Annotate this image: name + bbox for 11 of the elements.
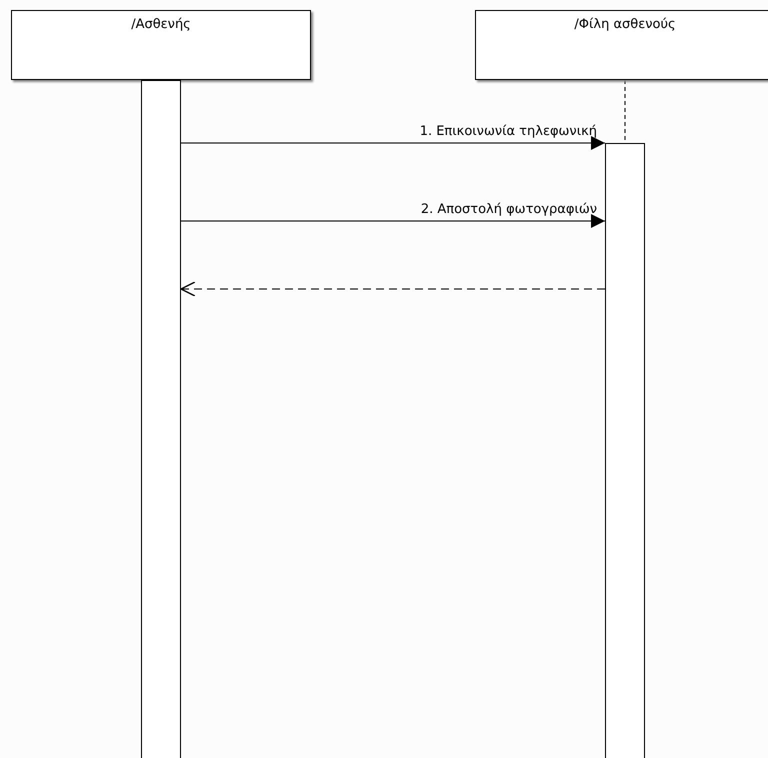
message-arrow <box>180 214 606 228</box>
lifeline-name: /Ασθενής <box>130 17 192 32</box>
message-label: 2. Αποστολή φωτογραφιών <box>420 202 597 217</box>
message-arrow <box>180 136 606 150</box>
lifeline-head-box <box>11 10 311 80</box>
activation-bar <box>605 143 645 758</box>
lifeline-name: /Φίλη ασθενούς <box>573 17 677 32</box>
message-label: 1. Επικοινωνία τηλεφωνική <box>420 124 597 139</box>
return-message-arrow <box>180 281 606 297</box>
lifeline-head-box <box>475 10 768 80</box>
activation-bar <box>141 80 181 758</box>
